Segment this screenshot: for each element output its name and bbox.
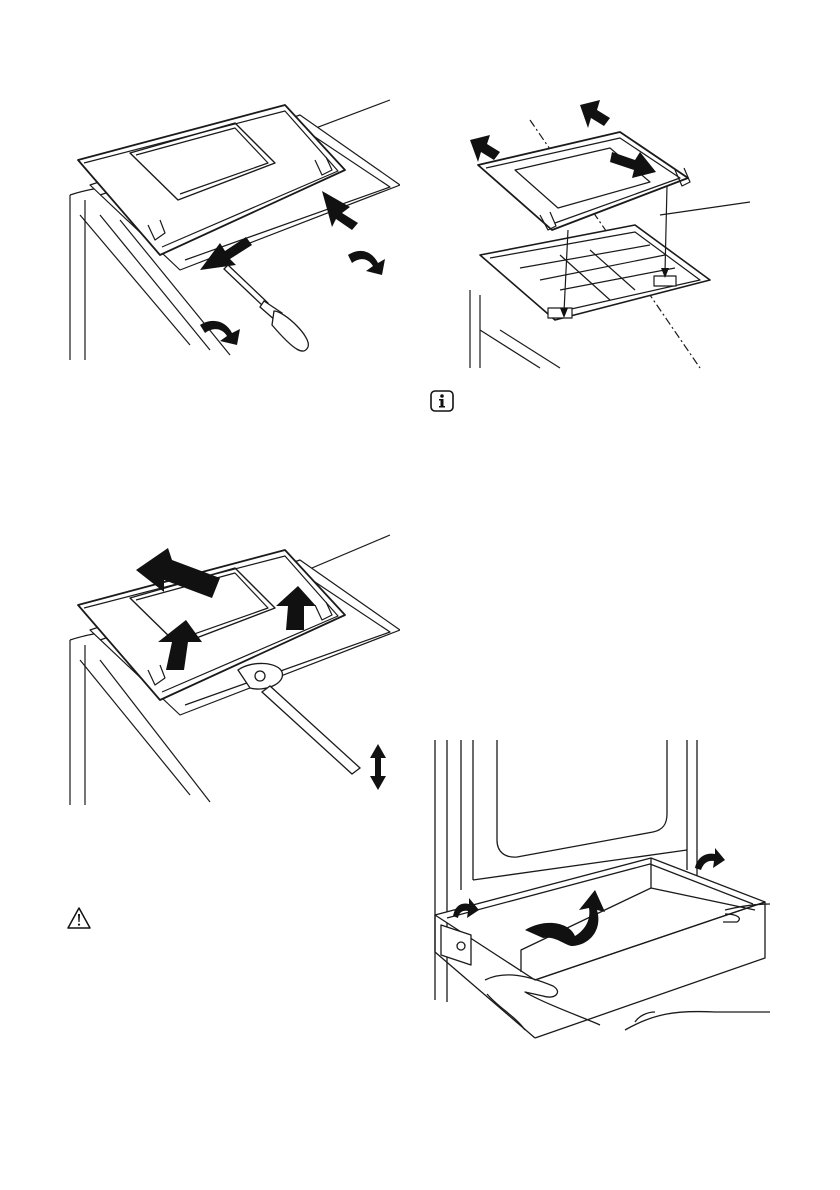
door-glass-lift-tool-illustration xyxy=(60,520,400,810)
info-icon xyxy=(430,390,454,412)
drawer-removal-illustration xyxy=(425,740,770,1040)
warning-triangle-icon xyxy=(66,906,92,930)
door-glass-screwdriver-illustration xyxy=(60,75,400,365)
door-glass-realign-illustration xyxy=(460,90,760,370)
